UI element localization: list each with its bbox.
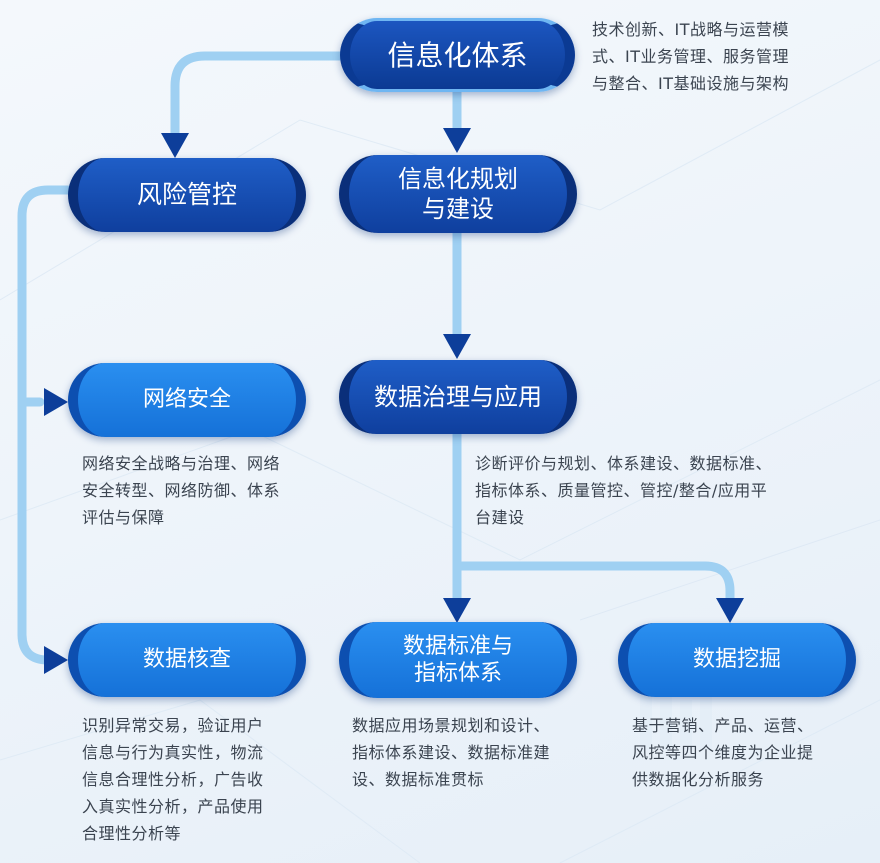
- connector-governance-to-mining: [452, 561, 735, 605]
- desc-data-governance: 诊断评价与规划、体系建设、数据标准、 指标体系、质量管控、管控/整合/应用平 台…: [475, 454, 773, 527]
- node-data-mining: 数据挖掘: [618, 623, 856, 697]
- node-planning: 信息化规划 与建设: [339, 155, 577, 233]
- node-data-mining-label: 数据挖掘: [692, 647, 781, 673]
- arrow-to-audit: [44, 646, 68, 674]
- node-data-governance: 数据治理与应用: [339, 360, 577, 434]
- node-data-governance-label: 数据治理与应用: [374, 383, 542, 411]
- node-info-system-label: 信息化体系: [387, 38, 528, 72]
- node-data-audit: 数据核查: [68, 623, 306, 697]
- node-risk-control-label: 风险管控: [136, 180, 237, 210]
- node-network-security: 网络安全: [68, 363, 306, 437]
- arrow-to-mining: [716, 598, 744, 623]
- desc-info-system: 技术创新、IT战略与运营模 式、IT业务管理、服务管理 与整合、IT基础设施与架…: [592, 20, 789, 93]
- node-data-audit-label: 数据核查: [142, 647, 231, 673]
- arrow-to-standards: [443, 598, 471, 623]
- node-data-standards-label: 数据标准与 指标体系: [402, 633, 513, 687]
- desc-data-mining: 基于营销、产品、运营、 风控等四个维度为企业提 供数据化分析服务: [632, 716, 814, 789]
- desc-data-standards: 数据应用场景规划和设计、 指标体系建设、数据标准建 设、数据标准贯标: [352, 716, 551, 789]
- desc-data-audit: 识别异常交易，验证用户 信息与行为真实性，物流 信息合理性分析，广告收 入真实性…: [82, 716, 264, 843]
- arrow-to-risk: [161, 133, 189, 158]
- node-planning-label: 信息化规划 与建设: [398, 165, 518, 223]
- arrow-to-planning: [443, 128, 471, 153]
- arrow-to-security: [44, 388, 68, 416]
- arrow-to-governance: [443, 334, 471, 359]
- node-network-security-label: 网络安全: [142, 387, 231, 413]
- desc-network-security: 网络安全战略与治理、网络 安全转型、网络防御、体系 评估与保障: [82, 454, 281, 527]
- node-risk-control: 风险管控: [68, 158, 306, 232]
- node-info-system: 信息化体系: [340, 18, 575, 92]
- connector-top-to-risk: [170, 51, 345, 143]
- node-data-standards: 数据标准与 指标体系: [339, 622, 577, 698]
- connector-left-spine: [17, 185, 73, 665]
